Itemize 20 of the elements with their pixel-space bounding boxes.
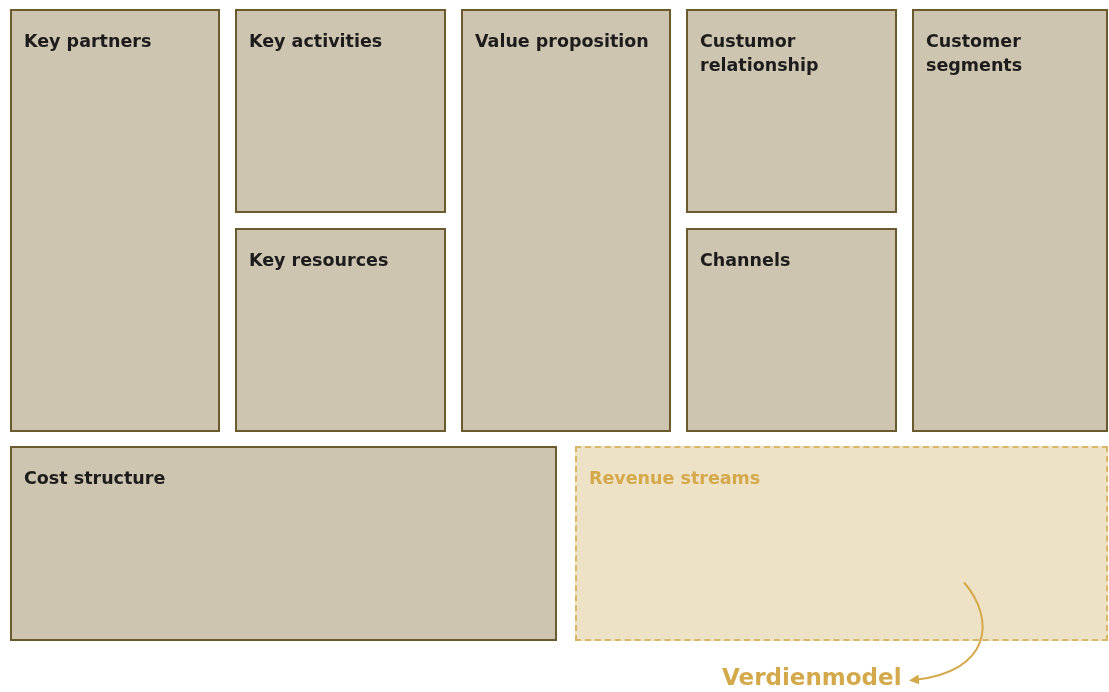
canvas-block bbox=[10, 446, 557, 641]
block-title: Key activities bbox=[249, 30, 384, 53]
canvas-block bbox=[10, 9, 220, 432]
block-title: Key partners bbox=[24, 30, 153, 53]
block-title: Key resources bbox=[249, 249, 390, 272]
block-title: Custumor relationship bbox=[700, 30, 820, 77]
canvas-block bbox=[686, 9, 897, 213]
canvas-block bbox=[686, 228, 897, 432]
canvas-block bbox=[235, 228, 446, 432]
canvas-block bbox=[912, 9, 1108, 432]
dashed-canvas-block bbox=[575, 446, 1108, 641]
canvas-block bbox=[235, 9, 446, 213]
block-title: Channels bbox=[700, 249, 792, 272]
block-title: Value proposition bbox=[475, 30, 650, 53]
canvas-block bbox=[461, 9, 671, 432]
block-title: Customer segments bbox=[926, 30, 1024, 77]
model-label: Verdienmodel bbox=[722, 664, 902, 690]
block-title: Revenue streams bbox=[589, 467, 762, 490]
block-title: Cost structure bbox=[24, 467, 167, 490]
arrow bbox=[909, 581, 984, 685]
